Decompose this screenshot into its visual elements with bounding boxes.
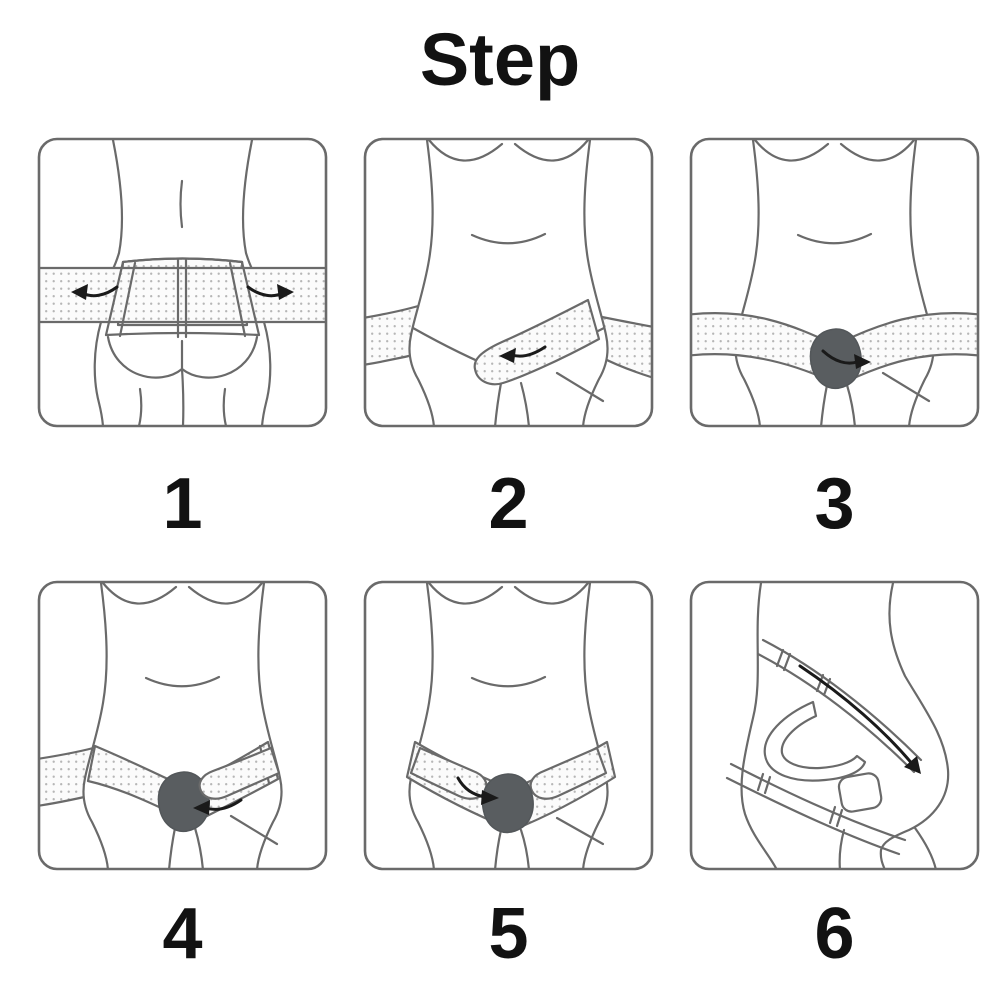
lower-band-top [729,762,907,842]
arrow-head [481,790,499,805]
arrow-icon [798,664,916,768]
step-6-illustration [687,578,982,873]
left-breast [427,582,504,605]
belt-strap-front [473,298,601,386]
left-breast [427,139,504,162]
step-number-4: 4 [162,894,203,974]
left-buttock [106,335,184,379]
navel [470,675,547,688]
step-numbers-row-2: 4 5 6 [35,873,1000,995]
right-breast [513,582,590,605]
step-panel-2 [361,135,656,430]
step-1-illustration [35,135,330,430]
step-3-illustration [687,135,982,430]
back-right-outline [241,139,255,273]
page-title: Step [419,18,581,101]
left-breast [753,139,830,162]
right-hip-line [260,320,272,426]
arrow-head [193,800,210,815]
step-4-illustration [35,578,330,873]
front-view-secured-illustration [363,580,654,871]
step-numbers-row-1: 1 2 3 [35,430,1000,578]
back-view-belt-illustration [37,137,328,428]
step-panel-4 [35,578,330,873]
step-number-3: 3 [814,464,855,544]
panty-top-line [104,331,261,337]
front-view-strap-illustration [363,137,654,428]
arrow-right-head [277,284,294,300]
body-left-outline [82,582,110,869]
front-view-fasten-illustration [37,580,328,871]
arrow-head [854,354,871,369]
back-left-outline [110,139,124,273]
step-number-6: 6 [814,894,855,974]
right-buttock [180,335,259,379]
step-number-2: 2 [488,464,529,544]
arrow-left-head [71,284,88,300]
arrow-icon [821,349,859,365]
step-2-illustration [361,135,656,430]
strap-rounded-end-right [529,746,608,800]
navel [144,675,221,688]
arrow-head [499,348,516,363]
right-breast [513,139,590,162]
support-pad [481,773,534,833]
steps-row-1 [35,135,1000,430]
strap-rounded-end [198,746,281,800]
front-view-pad-illustration [689,137,980,428]
steps-row-2 [35,578,1000,873]
back-outline [740,582,779,869]
navel [470,232,547,245]
right-breast [839,139,916,162]
strap-tongue-loop [763,700,867,782]
step-5-illustration [361,578,656,873]
step-number-1: 1 [162,464,203,544]
step-panel-1 [35,135,330,430]
left-hip-line [93,320,105,426]
navel [796,232,873,245]
step-panel-5 [361,578,656,873]
belly-outline [879,582,950,869]
front-thigh-line [913,826,938,869]
step-panel-3 [687,135,982,430]
arrow-head [904,756,921,774]
step-panel-6 [687,578,982,873]
step-number-5: 5 [488,894,529,974]
belt-back-stub-right [595,314,652,380]
side-view-illustration [689,580,980,871]
right-breast [187,582,264,605]
left-breast [101,582,178,605]
fastener-patch [837,772,883,813]
spine-line [179,179,184,229]
lower-band-bottom [725,776,901,856]
